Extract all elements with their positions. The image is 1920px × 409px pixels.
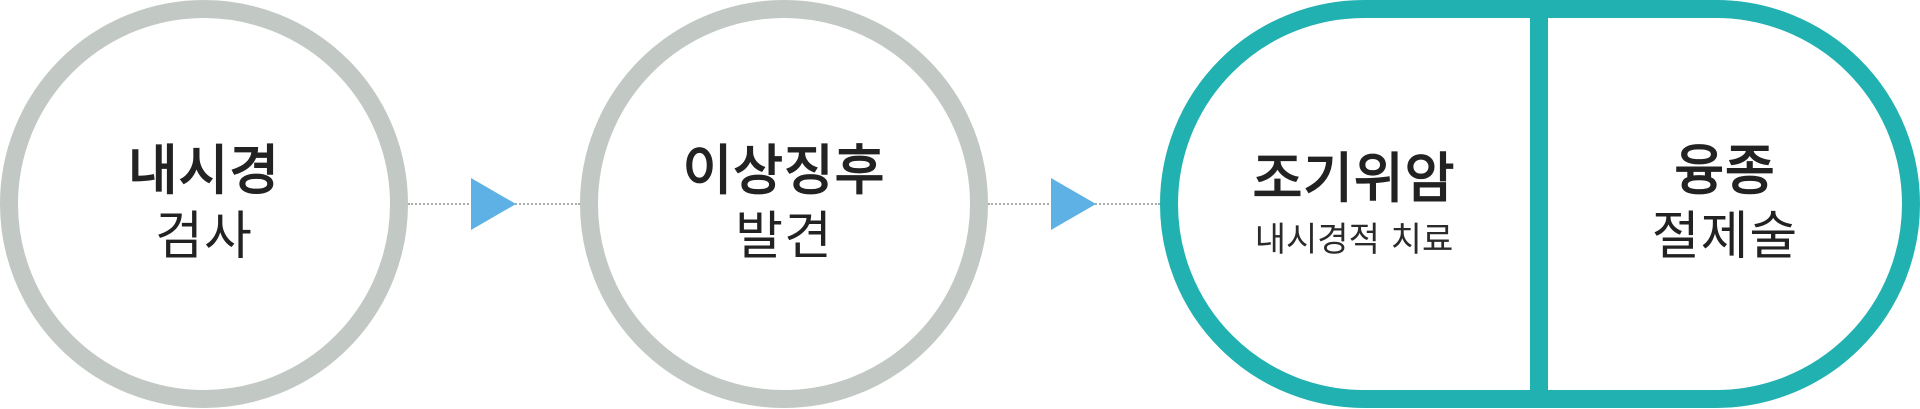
step-abnormal-line2: 발견 [735, 207, 833, 267]
arrow-right-icon [471, 178, 516, 230]
capsule-polypectomy: 융종 절제술 [1548, 0, 1902, 408]
early-cancer-title: 조기위암 [1252, 147, 1456, 210]
step-circle-endoscopy: 내시경 검사 [0, 0, 408, 408]
polyp-line2: 절제술 [1651, 207, 1799, 267]
step-endoscopy-line1: 내시경 [127, 139, 281, 202]
step-circle-abnormal-sign: 이상징후 발견 [580, 0, 988, 408]
arrow-right-icon [1051, 178, 1096, 230]
polyp-line1: 융종 [1674, 139, 1776, 202]
step-endoscopy-line2: 검사 [155, 207, 253, 267]
capsule-early-gastric-cancer: 조기위암 내시경적 치료 [1178, 0, 1530, 408]
early-cancer-subtitle: 내시경적 치료 [1254, 220, 1454, 260]
step-abnormal-line1: 이상징후 [682, 139, 886, 202]
capsule-divider [1530, 10, 1548, 398]
